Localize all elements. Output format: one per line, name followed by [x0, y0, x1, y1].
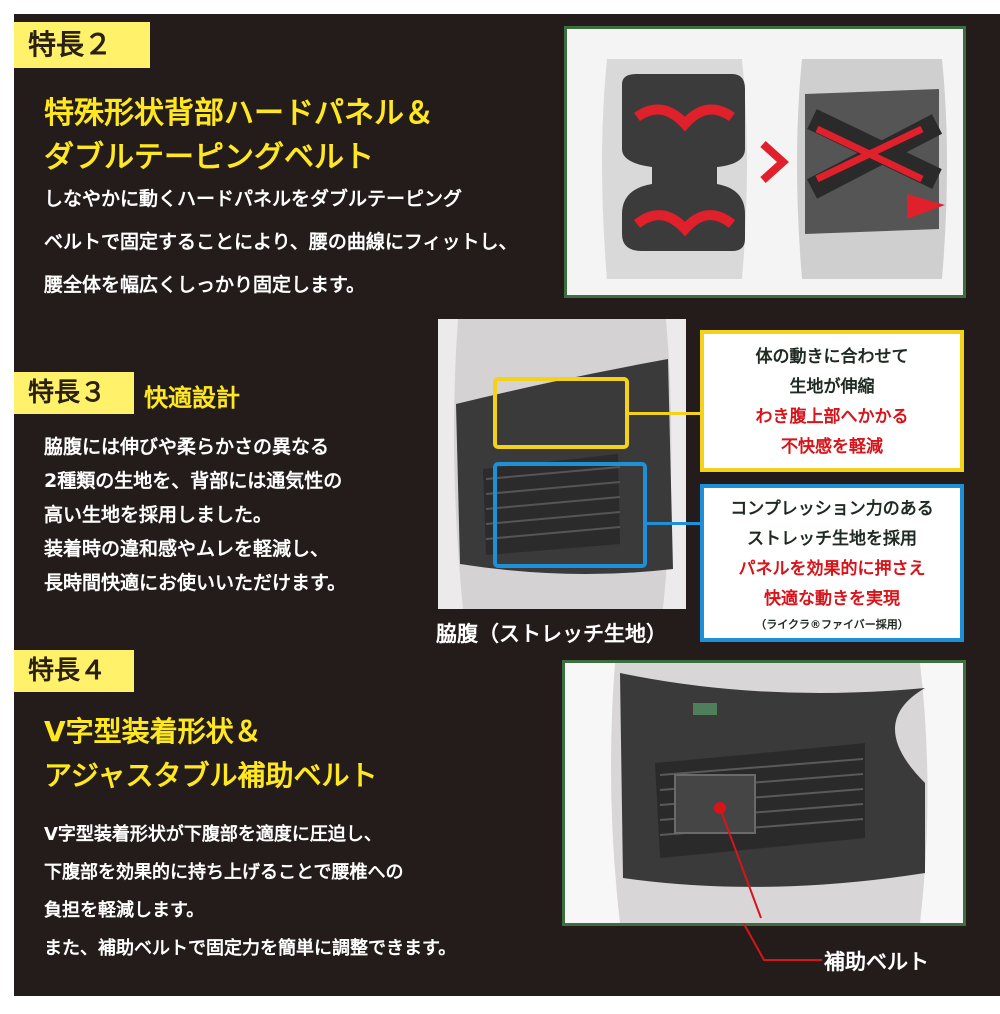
side-stretch-caption: 脇腹（ストレッチ生地） — [436, 622, 667, 646]
blue-connector-line — [644, 522, 702, 525]
red-arrow — [815, 125, 924, 183]
callout-line: わき腹上部へかかる — [755, 407, 909, 427]
callout-line: 生地が伸縮 — [789, 377, 875, 397]
side-stretch-photo — [438, 319, 686, 609]
belt-label-leader — [743, 923, 822, 961]
feature2-body-line: しなやかに動くハードパネルをダブルテーピング — [44, 188, 463, 210]
red-arrowhead — [907, 194, 945, 219]
feature3-body-line: 高い生地を採用しました。 — [44, 504, 273, 526]
auxiliary-belt-label: 補助ベルト — [824, 950, 929, 974]
product-feature-page: 特長２ 特殊形状背部ハードパネル＆ ダブルテーピングベルト しなやかに動くハード… — [14, 14, 1000, 996]
feature4-badge: 特長４ — [14, 650, 134, 692]
feature4-title-line1: V字型装着形状＆ — [44, 715, 262, 748]
red-arrow — [633, 210, 736, 237]
callout-line: パネルを効果的に押さえ — [738, 559, 926, 579]
stretch-callout-blue: コンプレッション力のある ストレッチ生地を採用 パネルを効果的に押さえ 快適な動… — [700, 484, 964, 642]
callout-note: （ライクラ®ファイバー採用） — [755, 618, 909, 631]
feature2-title-line2: ダブルテーピングベルト — [44, 140, 374, 175]
feature4-body-line: また、補助ベルトで固定力を簡単に調整できます。 — [44, 938, 457, 959]
callout-line: コンプレッション力のある — [730, 499, 934, 519]
feature2-body-line: 腰全体を幅広くしっかり固定します。 — [44, 274, 366, 296]
feature2-badge: 特長２ — [14, 22, 150, 68]
feature4-body-line: V字型装着形状が下腹部を適度に圧迫し、 — [44, 824, 382, 845]
front-belt-photo — [562, 660, 966, 926]
feature3-badge: 特長３ — [14, 372, 134, 414]
red-arrow — [634, 104, 735, 132]
feature3-title: 快適設計 — [144, 384, 240, 412]
stretch-callout-yellow: 体の動きに合わせて 生地が伸縮 わき腹上部へかかる 不快感を軽減 — [700, 330, 964, 472]
feature3-body-line: 脇腹には伸びや柔らかさの異なる — [44, 436, 330, 458]
feature4-title-line2: アジャスタブル補助ベルト — [44, 759, 378, 792]
callout-line: 快適な動きを実現 — [764, 589, 900, 609]
chevron-right-icon — [760, 141, 789, 183]
hard-panel-shape — [622, 74, 745, 251]
feature3-body-line: 装着時の違和感やムレを軽減し、 — [44, 538, 330, 560]
feature4-body-line: 負担を軽減します。 — [44, 900, 205, 921]
yellow-connector-line — [626, 412, 702, 415]
feature2-body-line: ベルトで固定することにより、腰の曲線にフィットし、 — [44, 231, 518, 253]
hard-panel-illustration — [564, 26, 966, 298]
blue-highlight-box — [493, 462, 647, 568]
feature3-body-line: 長時間快適にお使いいただけます。 — [44, 572, 347, 594]
feature3-body-line: 2種類の生地を、背部には通気性の — [44, 470, 343, 492]
callout-line: 不快感を軽減 — [781, 437, 883, 457]
callout-line: 体の動きに合わせて — [755, 347, 909, 367]
feature4-body-line: 下腹部を効果的に持ち上げることで腰椎への — [44, 862, 404, 883]
brand-tag — [693, 703, 717, 715]
pointer-line — [719, 807, 762, 919]
callout-line: ストレッチ生地を採用 — [747, 529, 917, 549]
feature2-title-line1: 特殊形状背部ハードパネル＆ — [44, 96, 434, 131]
